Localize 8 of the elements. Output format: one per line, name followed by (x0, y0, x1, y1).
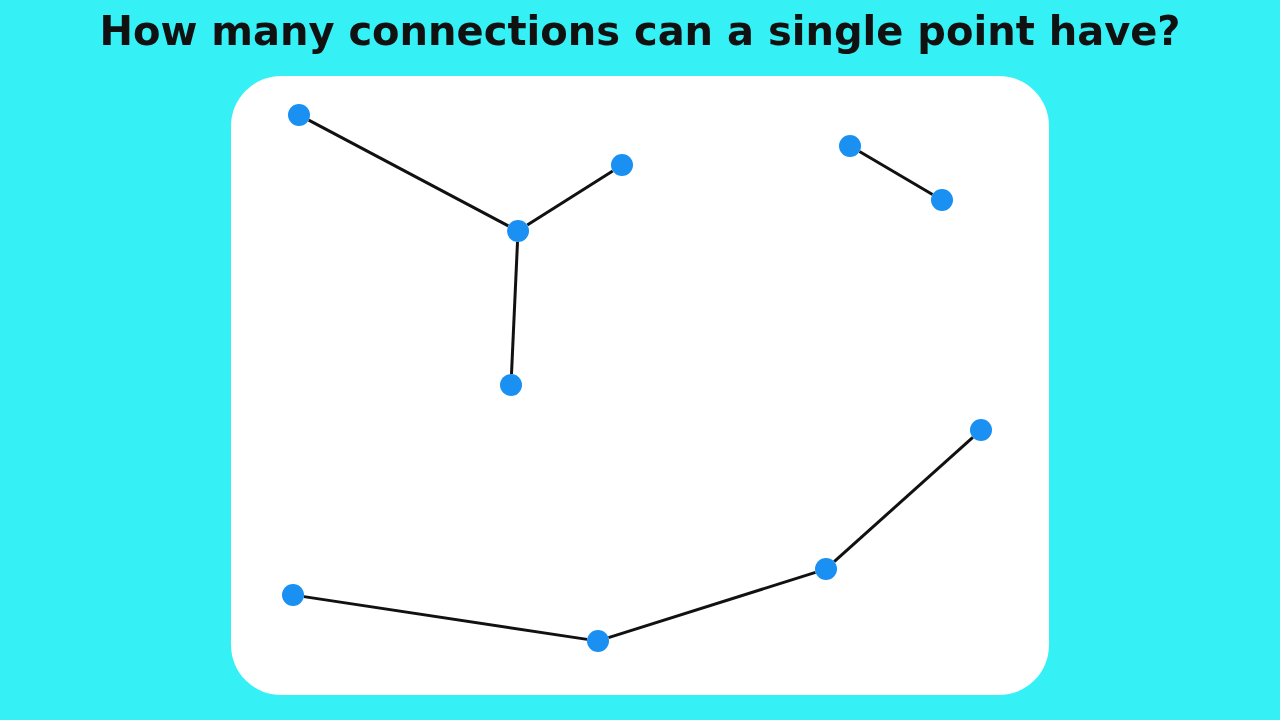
title: How many connections can a single point have? (98, 8, 1182, 54)
connecting-line (608, 570, 816, 640)
connecting-line (833, 436, 974, 563)
connecting-line (510, 241, 519, 375)
connecting-line (303, 595, 588, 641)
connecting-line (526, 169, 614, 227)
connecting-line (308, 118, 509, 228)
connecting-line (858, 150, 934, 196)
